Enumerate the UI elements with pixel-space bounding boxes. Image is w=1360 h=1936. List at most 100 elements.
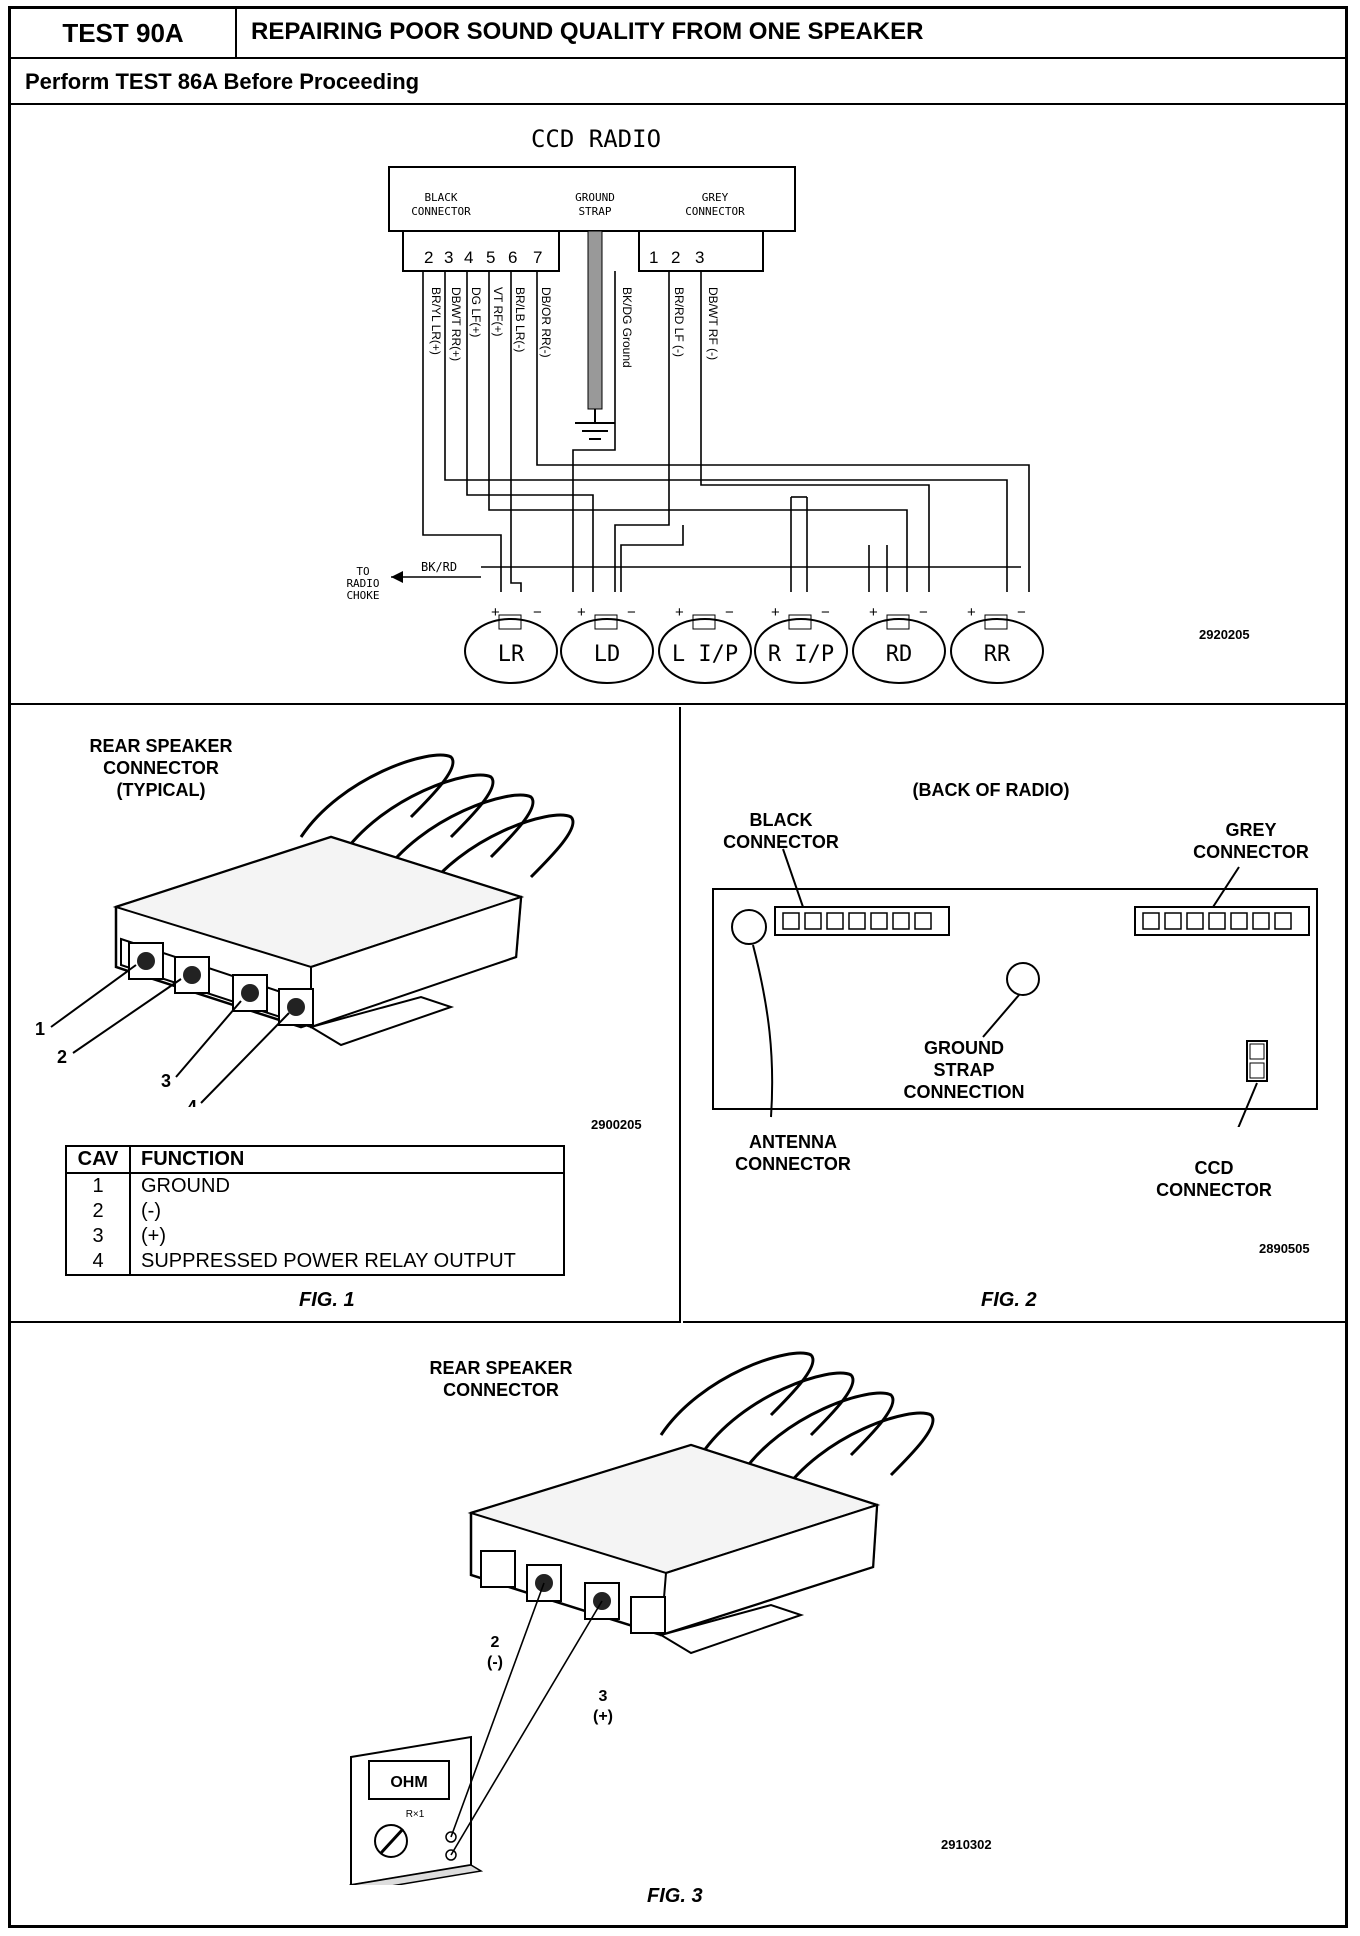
test-leads bbox=[450, 1582, 603, 1856]
pin-label: 1 bbox=[649, 248, 658, 267]
meter-scale: R×1 bbox=[406, 1809, 425, 1820]
wires bbox=[422, 271, 1030, 592]
ground-strap-braid bbox=[587, 230, 603, 410]
antenna-connector bbox=[731, 909, 767, 945]
svg-text:−: − bbox=[725, 604, 734, 621]
test-id: TEST 90A bbox=[11, 9, 237, 57]
cav-cell: 2 bbox=[66, 1199, 131, 1224]
speaker-l-ip: +− L I/P bbox=[658, 604, 752, 684]
col-header-function: FUNCTION bbox=[130, 1146, 564, 1174]
fig3-title: REAR SPEAKER CONNECTOR bbox=[429, 1358, 573, 1400]
rear-speaker-ohm-test-drawing: 2 (-) 3 (+) OHM R×1 bbox=[348, 1351, 935, 1885]
table-row: 2 (-) bbox=[66, 1199, 564, 1224]
back-of-radio-drawing bbox=[712, 848, 1318, 1127]
speaker-ld: +− LD bbox=[560, 604, 654, 684]
wire-label: BR/RD LF (-) bbox=[672, 287, 686, 357]
arrow-icon bbox=[391, 571, 403, 583]
radio-back-outline bbox=[712, 888, 1318, 1110]
fig1-panel: REAR SPEAKER CONNECTOR (TYPICAL) bbox=[11, 707, 681, 1323]
svg-text:+: + bbox=[675, 604, 684, 621]
pin-label: 5 bbox=[486, 248, 495, 267]
wire-label: DG LF(+) bbox=[469, 287, 483, 337]
black-connector-block bbox=[774, 906, 950, 936]
function-cell: (-) bbox=[141, 1200, 161, 1222]
schematic-diagram: CCD RADIO BLACK CONNECTOR GROUND STRAP G… bbox=[346, 125, 1250, 684]
pin-label: 2 bbox=[671, 248, 680, 267]
to-radio-choke-2: RADIO bbox=[346, 577, 379, 590]
black-connector bbox=[402, 230, 560, 272]
table-row: 1 GROUND bbox=[66, 1173, 564, 1199]
to-radio-choke-3: CHOKE bbox=[346, 589, 379, 602]
rear-speaker-connector-drawing: 1 2 3 4 bbox=[35, 753, 575, 1107]
speaker-r-ip: +− R I/P bbox=[754, 604, 848, 684]
antenna-label: ANTENNA CONNECTOR bbox=[735, 1132, 851, 1174]
cav-cell: 4 bbox=[66, 1249, 131, 1275]
grey-connector-label-1: GREY bbox=[702, 191, 729, 204]
pin2-number: 2 bbox=[491, 1634, 500, 1651]
fig1-title: REAR SPEAKER CONNECTOR (TYPICAL) bbox=[89, 736, 233, 800]
pin-label: 3 bbox=[695, 248, 704, 267]
fig2-code: 2890505 bbox=[1259, 1241, 1310, 1256]
table-row: 3 (+) bbox=[66, 1224, 564, 1249]
pin-label: 2 bbox=[424, 248, 433, 267]
header: TEST 90A REPAIRING POOR SOUND QUALITY FR… bbox=[11, 9, 1345, 59]
grey-connector-label: GREY CONNECTOR bbox=[1193, 820, 1309, 862]
fig3-caption: FIG. 3 bbox=[647, 1885, 703, 1907]
pin-label: 3 bbox=[444, 248, 453, 267]
ccd-connector-block bbox=[1246, 1040, 1268, 1082]
speaker-rr: +− RR bbox=[950, 604, 1044, 684]
ground-strap-label: GROUND STRAP CONNECTION bbox=[903, 1038, 1025, 1102]
function-cell: GROUND bbox=[141, 1175, 230, 1197]
grey-connector-block bbox=[1134, 906, 1310, 936]
fig3-panel: REAR SPEAKER CONNECTOR 2 (-) bbox=[11, 1325, 1345, 1925]
fig2-title: (BACK OF RADIO) bbox=[912, 780, 1070, 800]
speakers: +− LR +− LD +− L I/P bbox=[464, 604, 1044, 684]
test-page: TEST 90A REPAIRING POOR SOUND QUALITY FR… bbox=[8, 6, 1348, 1928]
svg-text:−: − bbox=[919, 604, 928, 621]
fig3-code: 2910302 bbox=[941, 1837, 992, 1852]
svg-text:−: − bbox=[533, 604, 542, 621]
wire-label: BR/YL LR(+) bbox=[429, 287, 443, 355]
fig1-code: 2900205 bbox=[591, 1117, 642, 1132]
wire-label: BK/DG Ground bbox=[620, 287, 634, 368]
wire-labels: BR/YL LR(+) DB/WT RR(+) DG LF(+) VT RF(+… bbox=[429, 287, 720, 368]
pin3-number: 3 bbox=[599, 1688, 608, 1705]
pin2-sign: (-) bbox=[487, 1654, 503, 1671]
wire-label: BR/LB LR(-) bbox=[513, 287, 527, 352]
col-header-cav: CAV bbox=[66, 1146, 131, 1174]
ccd-label: CCD CONNECTOR bbox=[1156, 1158, 1272, 1200]
grey-connector-label-2: CONNECTOR bbox=[685, 205, 745, 218]
speaker-label: R I/P bbox=[768, 642, 834, 667]
schematic-code: 2920205 bbox=[1199, 627, 1250, 642]
speaker-label: LR bbox=[498, 642, 525, 667]
cav-cell: 3 bbox=[66, 1224, 131, 1249]
callout-1: 1 bbox=[35, 1019, 45, 1039]
callout-4: 4 bbox=[187, 1097, 197, 1107]
pin-label: 4 bbox=[464, 248, 473, 267]
pin-label: 6 bbox=[508, 248, 517, 267]
meter-display-text: OHM bbox=[390, 1774, 427, 1791]
wire-label: VT RF(+) bbox=[491, 287, 505, 336]
speaker-lr: +− LR bbox=[464, 604, 558, 684]
fig1-caption: FIG. 1 bbox=[299, 1289, 355, 1311]
function-cell: (+) bbox=[141, 1225, 166, 1247]
fig2-panel: (BACK OF RADIO) BLACK CONNECTOR GREY CON… bbox=[683, 707, 1345, 1323]
black-connector-label-2: CONNECTOR bbox=[411, 205, 471, 218]
meter-display bbox=[368, 1760, 450, 1800]
callout-3: 3 bbox=[161, 1071, 171, 1091]
subheader: Perform TEST 86A Before Proceeding bbox=[11, 59, 1345, 105]
cav-cell: 1 bbox=[66, 1173, 131, 1199]
wire-label: DB/OR RR(-) bbox=[539, 287, 553, 358]
svg-text:+: + bbox=[577, 604, 586, 621]
ground-strap-label-2: STRAP bbox=[578, 205, 611, 218]
radio-label: CCD RADIO bbox=[531, 125, 661, 153]
svg-text:−: − bbox=[1017, 604, 1026, 621]
choke-wire-label: BK/RD bbox=[421, 560, 457, 574]
black-connector-label-1: BLACK bbox=[424, 191, 457, 204]
svg-text:+: + bbox=[771, 604, 780, 621]
svg-text:+: + bbox=[869, 604, 878, 621]
ground-strap-point bbox=[1006, 962, 1040, 996]
